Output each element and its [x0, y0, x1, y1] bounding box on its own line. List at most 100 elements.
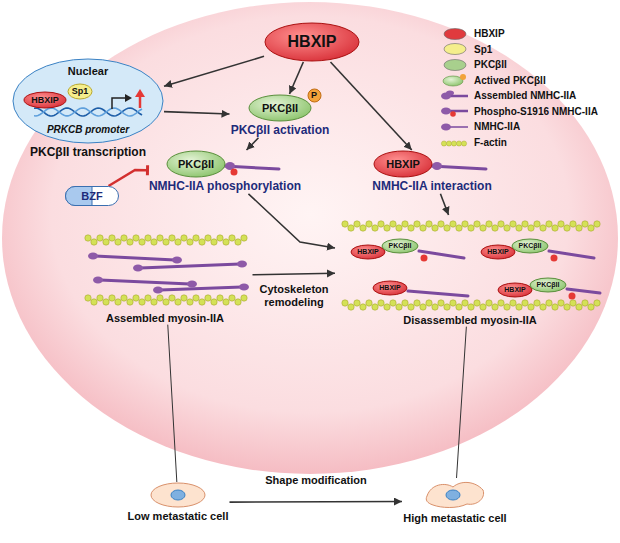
outline: [512, 239, 548, 253]
actin-bead: [552, 304, 558, 310]
actin-bead: [199, 239, 205, 245]
node-text: HBXIP: [386, 158, 420, 171]
assembled-myosin-filaments: [88, 253, 249, 294]
actin-bead: [217, 295, 223, 301]
myosin-head: [172, 257, 182, 264]
shape-area: HBXIP: [497, 282, 533, 298]
actin-bead: [372, 304, 378, 310]
myosin-filament: [160, 287, 242, 290]
legend-swatch: [456, 141, 461, 146]
actin-bead: [85, 295, 91, 301]
cell-icon: Low metastatic cell: [127, 482, 230, 523]
legend-swatch: [446, 141, 451, 146]
actin-bead: [384, 304, 390, 310]
outline: [530, 278, 566, 292]
myosin-head: [88, 253, 98, 260]
actin-bead: [558, 221, 564, 227]
node-text: PKCβII: [389, 242, 412, 250]
actin-bead: [420, 304, 426, 310]
actin-bead: [588, 304, 594, 310]
legend-swatch: [450, 111, 456, 117]
actin-bead: [468, 225, 474, 231]
caption-area: Low metastatic cell: [127, 508, 230, 523]
actin-bead: [109, 295, 115, 301]
arrow: [164, 56, 264, 86]
legend-row: Sp1: [440, 42, 598, 58]
text-area: HBXIP: [373, 150, 433, 178]
actin-bead: [480, 304, 486, 310]
actin-bead: [576, 304, 582, 310]
caption-text: NMHC-IIA interaction: [372, 180, 492, 194]
actin-bead: [498, 300, 504, 306]
actin-bead: [241, 295, 247, 301]
actin-bead: [151, 299, 157, 305]
actin-bead: [199, 299, 205, 305]
legend-row: Phospho-S1916 NMHC-IIA: [440, 104, 598, 120]
text-area: [150, 482, 206, 508]
legend-row: HBXIP: [440, 26, 598, 42]
text-area: [78, 228, 253, 310]
actin-bead: [462, 221, 468, 227]
legend-sample: [440, 104, 470, 118]
actin-bead: [492, 225, 498, 231]
actin-bead: [450, 221, 456, 227]
myosin-head: [432, 162, 442, 170]
outline: [373, 281, 407, 295]
text-area: P: [307, 88, 322, 103]
actin-bead: [91, 239, 97, 245]
shape-area: PKCβII: [248, 94, 312, 122]
legend-swatch: [451, 141, 456, 146]
f-actin-strands: [85, 221, 600, 310]
actin-bead: [157, 235, 163, 241]
node-text: HBXIP: [31, 95, 59, 105]
legend-swatch: [444, 44, 466, 55]
outline: [308, 89, 321, 102]
legend-sample: [440, 73, 470, 87]
outline: [374, 151, 432, 177]
drug-pill: BZF: [65, 186, 119, 206]
actin-bead: [396, 225, 402, 231]
legend-swatch: [441, 141, 446, 146]
legend-sample: [440, 42, 470, 56]
legend-text: F-actin: [474, 137, 507, 148]
cell-nucleus: [171, 490, 185, 500]
node-text: Nuclear: [68, 65, 108, 78]
actin-bead: [510, 221, 516, 227]
actin-bead: [181, 235, 187, 241]
actin-bead: [540, 225, 546, 231]
kinase-myosin: PKCβIINMHC-IIA phosphorylation: [148, 150, 303, 194]
node-text: P: [311, 90, 317, 100]
protein-ellipse: HBXIP: [350, 244, 386, 260]
text-area: PKCβII: [248, 94, 312, 122]
actin-bead: [408, 304, 414, 310]
legend-swatch: [460, 74, 466, 80]
dna-strand: [34, 108, 142, 116]
legend-swatch: [461, 141, 466, 146]
node-text: HBXIP: [504, 286, 525, 294]
actin-bead: [342, 300, 348, 306]
actin-bead: [354, 300, 360, 306]
outline: [249, 95, 311, 121]
node-text: Sp1: [72, 86, 89, 96]
arrow: [164, 112, 230, 114]
legend-swatch: [441, 123, 451, 130]
phospho-dot: [421, 255, 428, 262]
text-area: HBXIP: [372, 280, 408, 296]
actin-bead: [169, 295, 175, 301]
myosin-filament: [95, 256, 175, 260]
actin-bead: [564, 225, 570, 231]
legend-text: PKCβII: [474, 59, 507, 70]
actin-bead: [534, 300, 540, 306]
actin-bead: [133, 295, 139, 301]
legend-row: Actived PKCβII: [440, 73, 598, 89]
arrow: [253, 273, 336, 274]
caption-text: PKCβII transcription: [30, 146, 146, 160]
actin-bead: [223, 239, 229, 245]
actin-bead: [205, 295, 211, 301]
protein-ellipse: HBXIP: [264, 22, 360, 62]
text-area: Sp1: [67, 83, 93, 100]
myosin-head: [93, 277, 103, 284]
actin-bead: [133, 235, 139, 241]
myosin-head: [239, 284, 249, 291]
